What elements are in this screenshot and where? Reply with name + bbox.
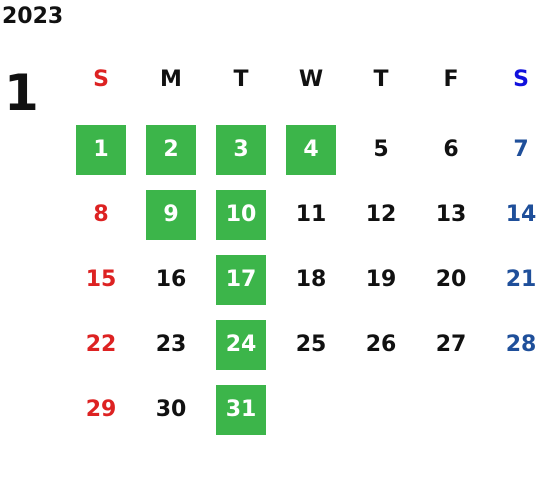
day-cell[interactable]: 28 (505, 332, 537, 357)
day-cell[interactable]: 27 (435, 332, 467, 357)
day-cell[interactable]: 25 (295, 332, 327, 357)
weekday-header-sat: S (513, 67, 529, 92)
highlighted-day-cell[interactable]: 17 (216, 255, 266, 305)
highlighted-day-cell[interactable]: 1 (76, 125, 126, 175)
highlighted-day-cell[interactable]: 24 (216, 320, 266, 370)
day-cell[interactable]: 8 (93, 202, 109, 227)
weekday-header-tue: T (233, 67, 249, 92)
day-cell[interactable]: 13 (435, 202, 467, 227)
day-cell[interactable]: 5 (373, 137, 389, 162)
day-cell[interactable]: 14 (505, 202, 537, 227)
month-label: 1 (4, 64, 39, 122)
day-cell[interactable]: 23 (155, 332, 187, 357)
day-cell[interactable]: 21 (505, 267, 537, 292)
weekday-header-fri: F (443, 67, 459, 92)
day-cell[interactable]: 30 (155, 397, 187, 422)
day-cell[interactable]: 11 (295, 202, 327, 227)
day-cell[interactable]: 15 (85, 267, 117, 292)
highlighted-day-cell[interactable]: 10 (216, 190, 266, 240)
year-label: 2023 (2, 4, 64, 29)
weekday-header-wed: W (298, 67, 324, 92)
day-cell[interactable]: 29 (85, 397, 117, 422)
highlighted-day-cell[interactable]: 31 (216, 385, 266, 435)
day-cell[interactable]: 26 (365, 332, 397, 357)
weekday-header-thu: T (373, 67, 389, 92)
day-cell[interactable]: 7 (513, 137, 529, 162)
day-cell[interactable]: 18 (295, 267, 327, 292)
weekday-header-mon: M (160, 67, 182, 92)
weekday-header-sun: S (93, 67, 109, 92)
highlighted-day-cell[interactable]: 9 (146, 190, 196, 240)
day-cell[interactable]: 19 (365, 267, 397, 292)
day-cell[interactable]: 16 (155, 267, 187, 292)
highlighted-day-cell[interactable]: 3 (216, 125, 266, 175)
day-cell[interactable]: 20 (435, 267, 467, 292)
highlighted-day-cell[interactable]: 4 (286, 125, 336, 175)
day-cell[interactable]: 12 (365, 202, 397, 227)
day-cell[interactable]: 6 (443, 137, 459, 162)
day-cell[interactable]: 22 (85, 332, 117, 357)
highlighted-day-cell[interactable]: 2 (146, 125, 196, 175)
